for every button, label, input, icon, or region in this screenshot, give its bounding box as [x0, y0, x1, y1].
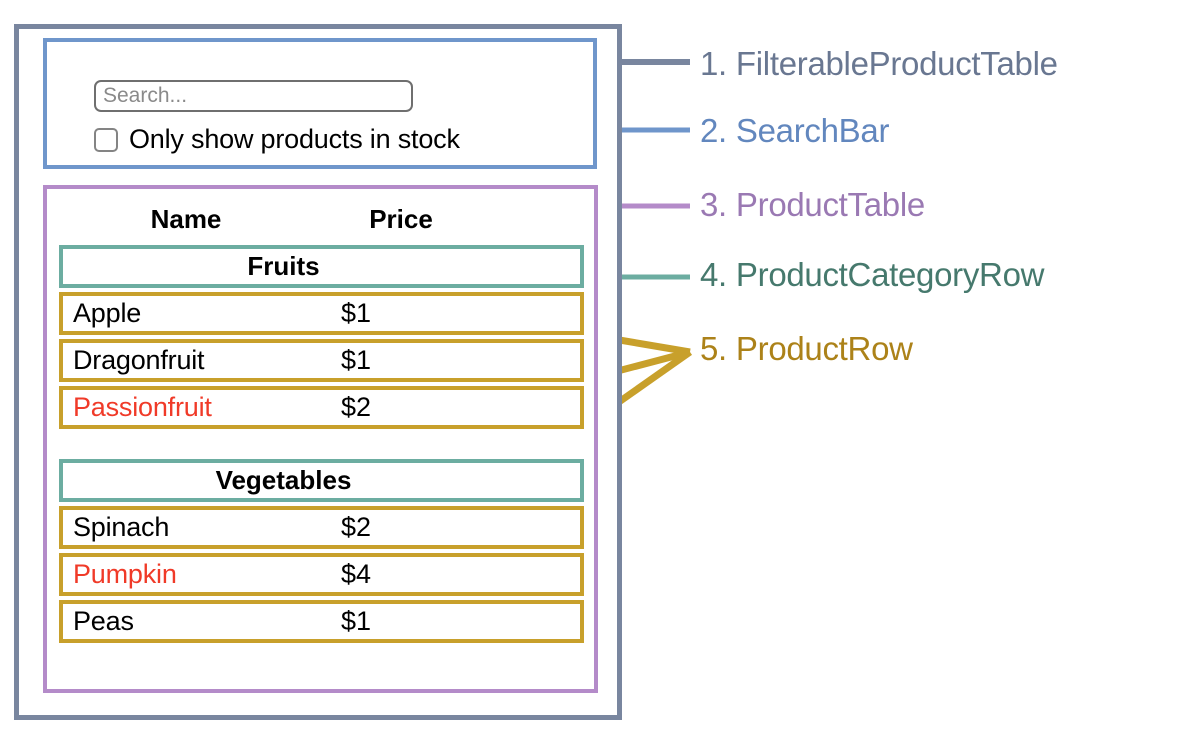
- search-input[interactable]: [94, 80, 413, 112]
- legend-number: 2.: [700, 112, 727, 149]
- legend-number: 3.: [700, 186, 727, 223]
- product-price: $1: [341, 298, 372, 328]
- legend-item-product-table: 3.ProductTable: [700, 186, 925, 224]
- product-row[interactable]: Dragonfruit $1: [59, 339, 584, 382]
- product-category-label: Vegetables: [215, 465, 352, 495]
- legend-text: ProductRow: [735, 330, 913, 367]
- legend-text: SearchBar: [735, 112, 890, 149]
- legend-text: FilterableProductTable: [735, 45, 1058, 82]
- legend-item-product-category-row: 4.ProductCategoryRow: [700, 256, 1044, 294]
- product-price: $4: [341, 559, 372, 589]
- search-bar: Only show products in stock: [43, 38, 597, 169]
- product-price: $1: [341, 606, 372, 636]
- product-name: Spinach: [73, 512, 170, 542]
- product-name: Apple: [73, 298, 142, 328]
- legend-item-filterable-product-table: 1.FilterableProductTable: [700, 45, 1058, 83]
- product-category-label: Fruits: [247, 251, 320, 281]
- legend-number: 4.: [700, 256, 727, 293]
- group-spacer: [59, 433, 584, 455]
- product-price: $1: [341, 345, 372, 375]
- product-name: Passionfruit: [73, 392, 212, 422]
- product-row[interactable]: Spinach $2: [59, 506, 584, 549]
- legend-item-search-bar: 2.SearchBar: [700, 112, 889, 150]
- legend-number: 5.: [700, 330, 727, 367]
- in-stock-filter[interactable]: Only show products in stock: [94, 124, 460, 155]
- product-category-row: Vegetables: [59, 459, 584, 502]
- column-header-name: Name: [150, 203, 222, 234]
- product-row[interactable]: Apple $1: [59, 292, 584, 335]
- legend-text: ProductTable: [735, 186, 925, 223]
- legend-item-product-row: 5.ProductRow: [700, 330, 913, 368]
- legend-text: ProductCategoryRow: [735, 256, 1045, 293]
- product-price: $2: [341, 512, 372, 542]
- product-table-inner: Name Price Fruits Apple $1 Dragonfruit $…: [59, 197, 584, 647]
- table-header-row: Name Price: [59, 197, 584, 241]
- product-row[interactable]: Peas $1: [59, 600, 584, 643]
- column-header-price: Price: [369, 203, 433, 234]
- product-price: $2: [341, 392, 372, 422]
- product-name: Dragonfruit: [73, 345, 205, 375]
- product-category-row: Fruits: [59, 245, 584, 288]
- product-name: Pumpkin: [73, 559, 177, 589]
- checkbox-icon[interactable]: [94, 127, 118, 152]
- product-row[interactable]: Passionfruit $2: [59, 386, 584, 429]
- product-table: Name Price Fruits Apple $1 Dragonfruit $…: [43, 185, 598, 693]
- legend-number: 1.: [700, 45, 727, 82]
- in-stock-filter-label: Only show products in stock: [129, 124, 460, 154]
- product-row[interactable]: Pumpkin $4: [59, 553, 584, 596]
- product-name: Peas: [73, 606, 134, 636]
